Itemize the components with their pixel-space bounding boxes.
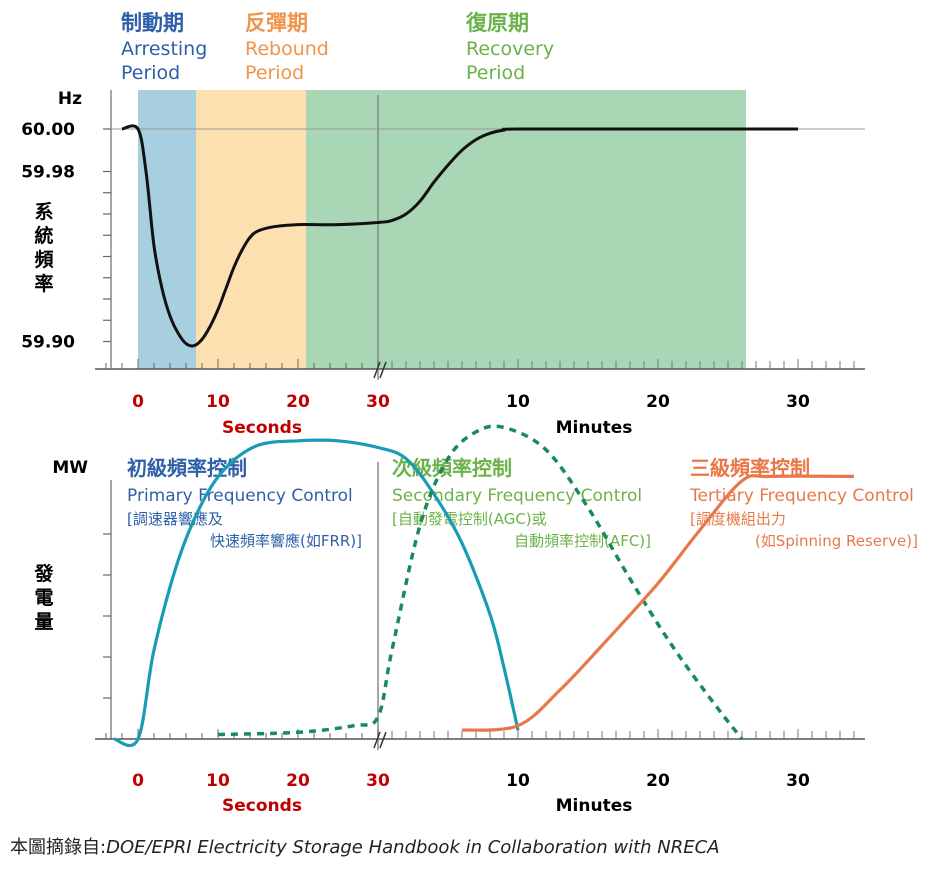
top-axis-break-mark xyxy=(373,361,387,379)
rebound-period-label: Rebound xyxy=(245,38,329,60)
arresting-period-shade xyxy=(138,90,196,369)
top-y-ticks: 60.00 59.98 59.90 xyxy=(21,120,111,353)
recovery-period-label: Recovery xyxy=(466,38,554,60)
y-tick-label: 59.98 xyxy=(21,163,75,183)
arresting-period-label-2: Period xyxy=(121,62,180,84)
x-tick-label-minutes: 20 xyxy=(646,771,670,791)
arresting-period-title: 制動期 xyxy=(121,11,184,35)
secondary-control-note: [自動發電控制(AGC)或 xyxy=(392,510,547,528)
x-tick-label-seconds: 20 xyxy=(286,392,310,412)
top-minutes-label: Minutes xyxy=(556,418,633,438)
y-axis-label-char: 量 xyxy=(34,611,53,633)
x-tick-label-seconds: 0 xyxy=(132,392,144,412)
bottom-minutes-label: Minutes xyxy=(556,796,633,816)
x-tick-label-seconds: 0 xyxy=(132,771,144,791)
x-tick-label-seconds: 10 xyxy=(206,392,230,412)
source-citation: 本圖摘錄自:DOE/EPRI Electricity Storage Handb… xyxy=(10,833,720,859)
x-tick-label-seconds: 30 xyxy=(366,392,390,412)
bottom-axis-break-mark xyxy=(373,731,387,749)
bottom-y-axis-label: 發電量 xyxy=(33,562,54,633)
rebound-period-shade xyxy=(196,90,306,369)
bottom-y-unit: MW xyxy=(52,458,88,478)
primary-control-line xyxy=(113,438,520,748)
tertiary-control-note-2: (如Spinning Reserve)] xyxy=(755,532,918,550)
tertiary-control-line xyxy=(461,474,855,732)
y-axis-label-char: 電 xyxy=(34,587,53,609)
tertiary-control-label: Tertiary Frequency Control xyxy=(689,486,914,506)
y-axis-label-char: 系 xyxy=(34,201,53,223)
x-tick-label-seconds: 20 xyxy=(286,771,310,791)
y-axis-label-char: 頻 xyxy=(34,248,53,271)
recovery-period-shade xyxy=(306,90,746,369)
top-seconds-label: Seconds xyxy=(222,418,302,438)
y-tick-label: 59.90 xyxy=(21,333,75,353)
rebound-period-title: 反彈期 xyxy=(245,11,308,35)
secondary-control-title: 次級頻率控制 xyxy=(392,456,512,480)
primary-control-title: 初級頻率控制 xyxy=(127,456,247,480)
x-tick-label-minutes: 30 xyxy=(786,771,810,791)
rebound-period-label-2: Period xyxy=(245,62,304,84)
y-axis-label-char: 統 xyxy=(34,224,53,247)
top-x-ticks: 0 10 20 30 10 20 30 xyxy=(105,359,855,412)
source-reference: DOE/EPRI Electricity Storage Handbook in… xyxy=(106,837,720,858)
y-axis-label-char: 率 xyxy=(34,272,53,295)
x-tick-label-minutes: 10 xyxy=(506,392,530,412)
source-prefix: 本圖摘錄自: xyxy=(10,837,107,858)
bottom-seconds-label: Seconds xyxy=(222,796,302,816)
x-tick-label-seconds: 30 xyxy=(366,771,390,791)
arresting-period-label: Arresting xyxy=(121,38,207,60)
y-axis-label-char: 發 xyxy=(33,562,54,585)
recovery-period-label-2: Period xyxy=(466,62,525,84)
bottom-x-ticks: 0 10 20 30 10 20 30 xyxy=(105,729,855,791)
x-tick-label-seconds: 10 xyxy=(206,771,230,791)
secondary-control-label: Secondary Frequency Control xyxy=(392,486,642,506)
secondary-control-note-2: 自動頻率控制(AFC)] xyxy=(514,532,651,550)
primary-control-label: Primary Frequency Control xyxy=(127,486,353,506)
y-tick-label: 60.00 xyxy=(21,120,75,140)
primary-control-note: [調速器響應及 xyxy=(127,510,223,528)
x-tick-label-minutes: 10 xyxy=(506,771,530,791)
primary-control-note-2: 快速頻率響應(如FRR)] xyxy=(210,532,362,550)
bottom-y-ticks xyxy=(103,533,111,699)
secondary-control-line xyxy=(217,424,744,741)
x-tick-label-minutes: 20 xyxy=(646,392,670,412)
frequency-line xyxy=(121,124,798,348)
x-tick-label-minutes: 30 xyxy=(786,392,810,412)
recovery-period-title: 復原期 xyxy=(465,11,529,35)
top-y-unit: Hz xyxy=(58,89,82,109)
